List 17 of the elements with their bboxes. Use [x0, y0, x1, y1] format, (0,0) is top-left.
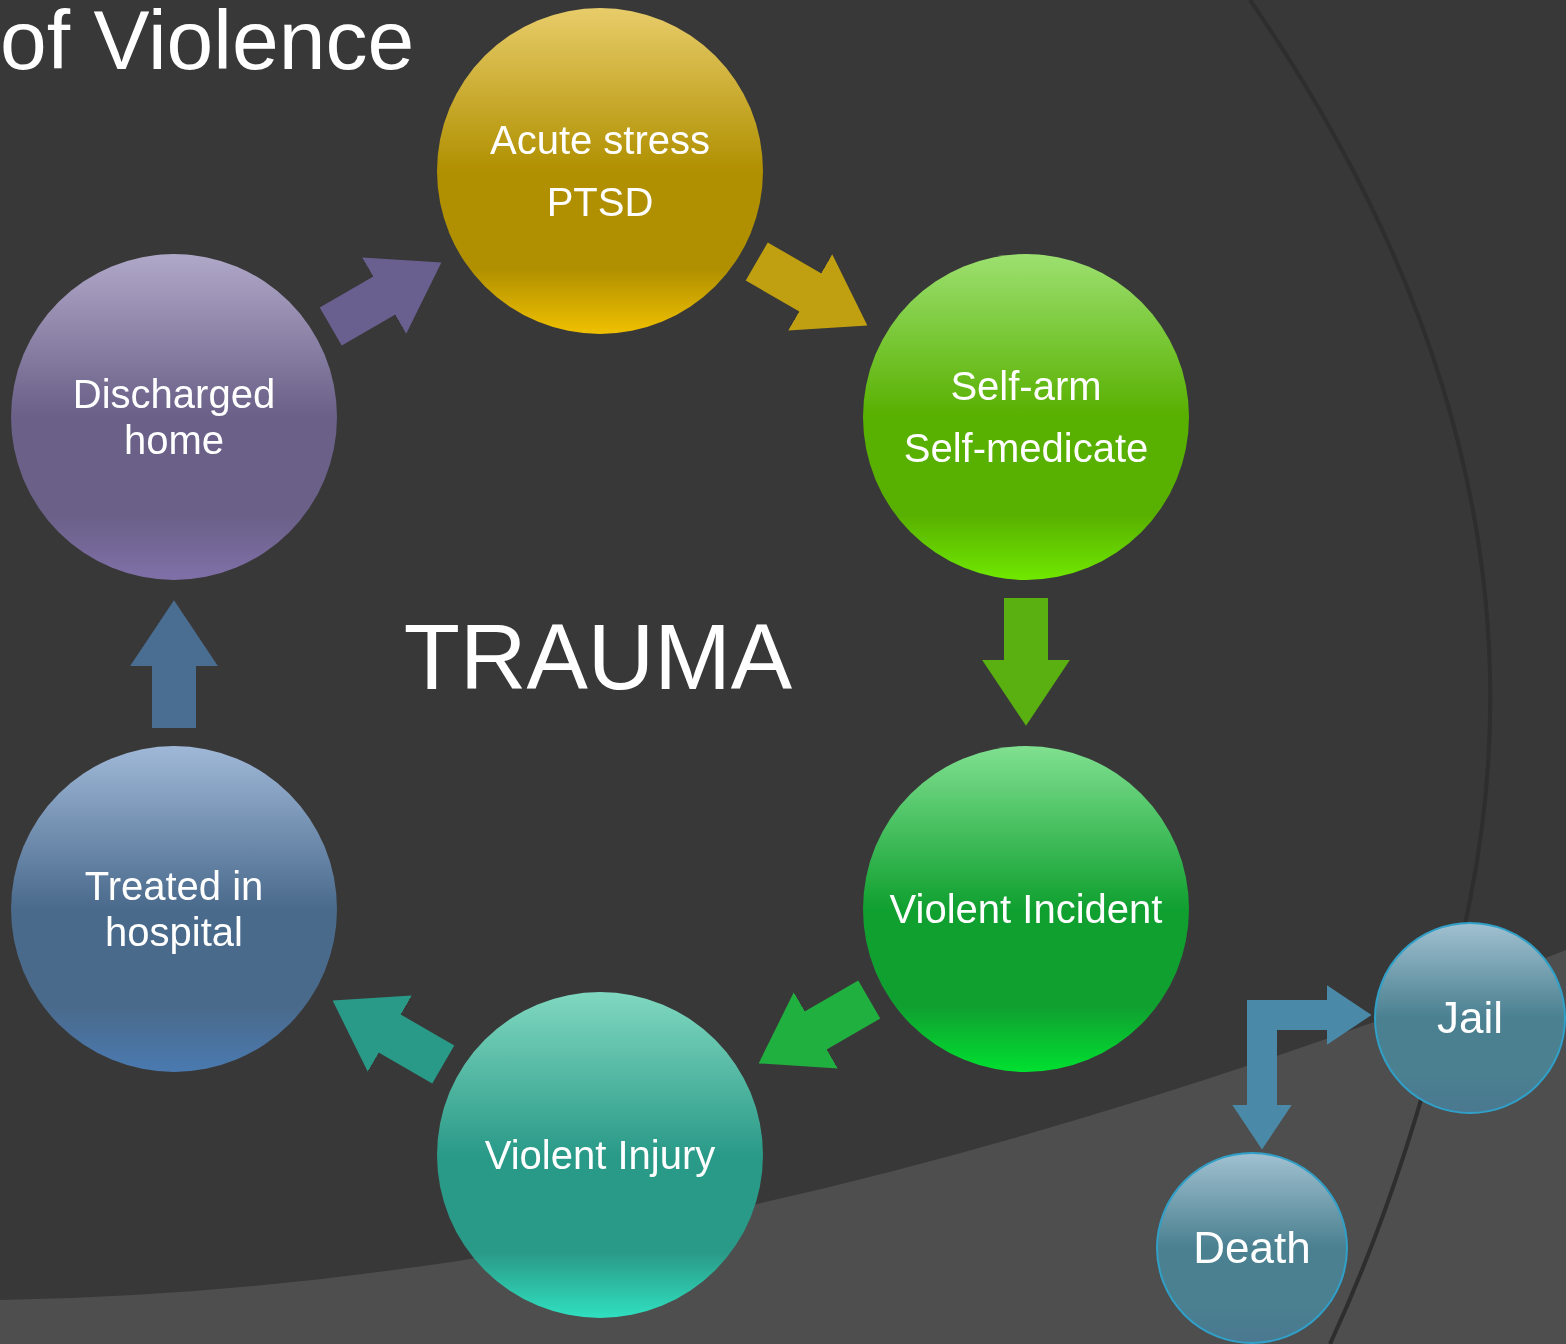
- node-label: Jail: [1437, 992, 1503, 1044]
- arrow: [130, 600, 218, 728]
- arrow: [758, 980, 881, 1069]
- node-label: Violent Injury: [484, 1132, 716, 1178]
- node-label: Violent Incident: [889, 886, 1163, 932]
- node-label: PTSD: [546, 179, 654, 225]
- node-label: Self-arm: [950, 363, 1102, 409]
- arrow: [745, 242, 868, 331]
- arrow: [982, 598, 1070, 726]
- arrow: [332, 995, 455, 1084]
- slide-title: of Violence: [0, 0, 415, 89]
- node-label: Acute stress: [489, 117, 711, 163]
- center-label: TRAUMA: [403, 605, 793, 710]
- node-label: Discharged home: [71, 371, 277, 463]
- node-label: Self-medicate: [903, 425, 1149, 471]
- node-label: Treated in hospital: [83, 863, 265, 955]
- node-label: Death: [1193, 1222, 1311, 1274]
